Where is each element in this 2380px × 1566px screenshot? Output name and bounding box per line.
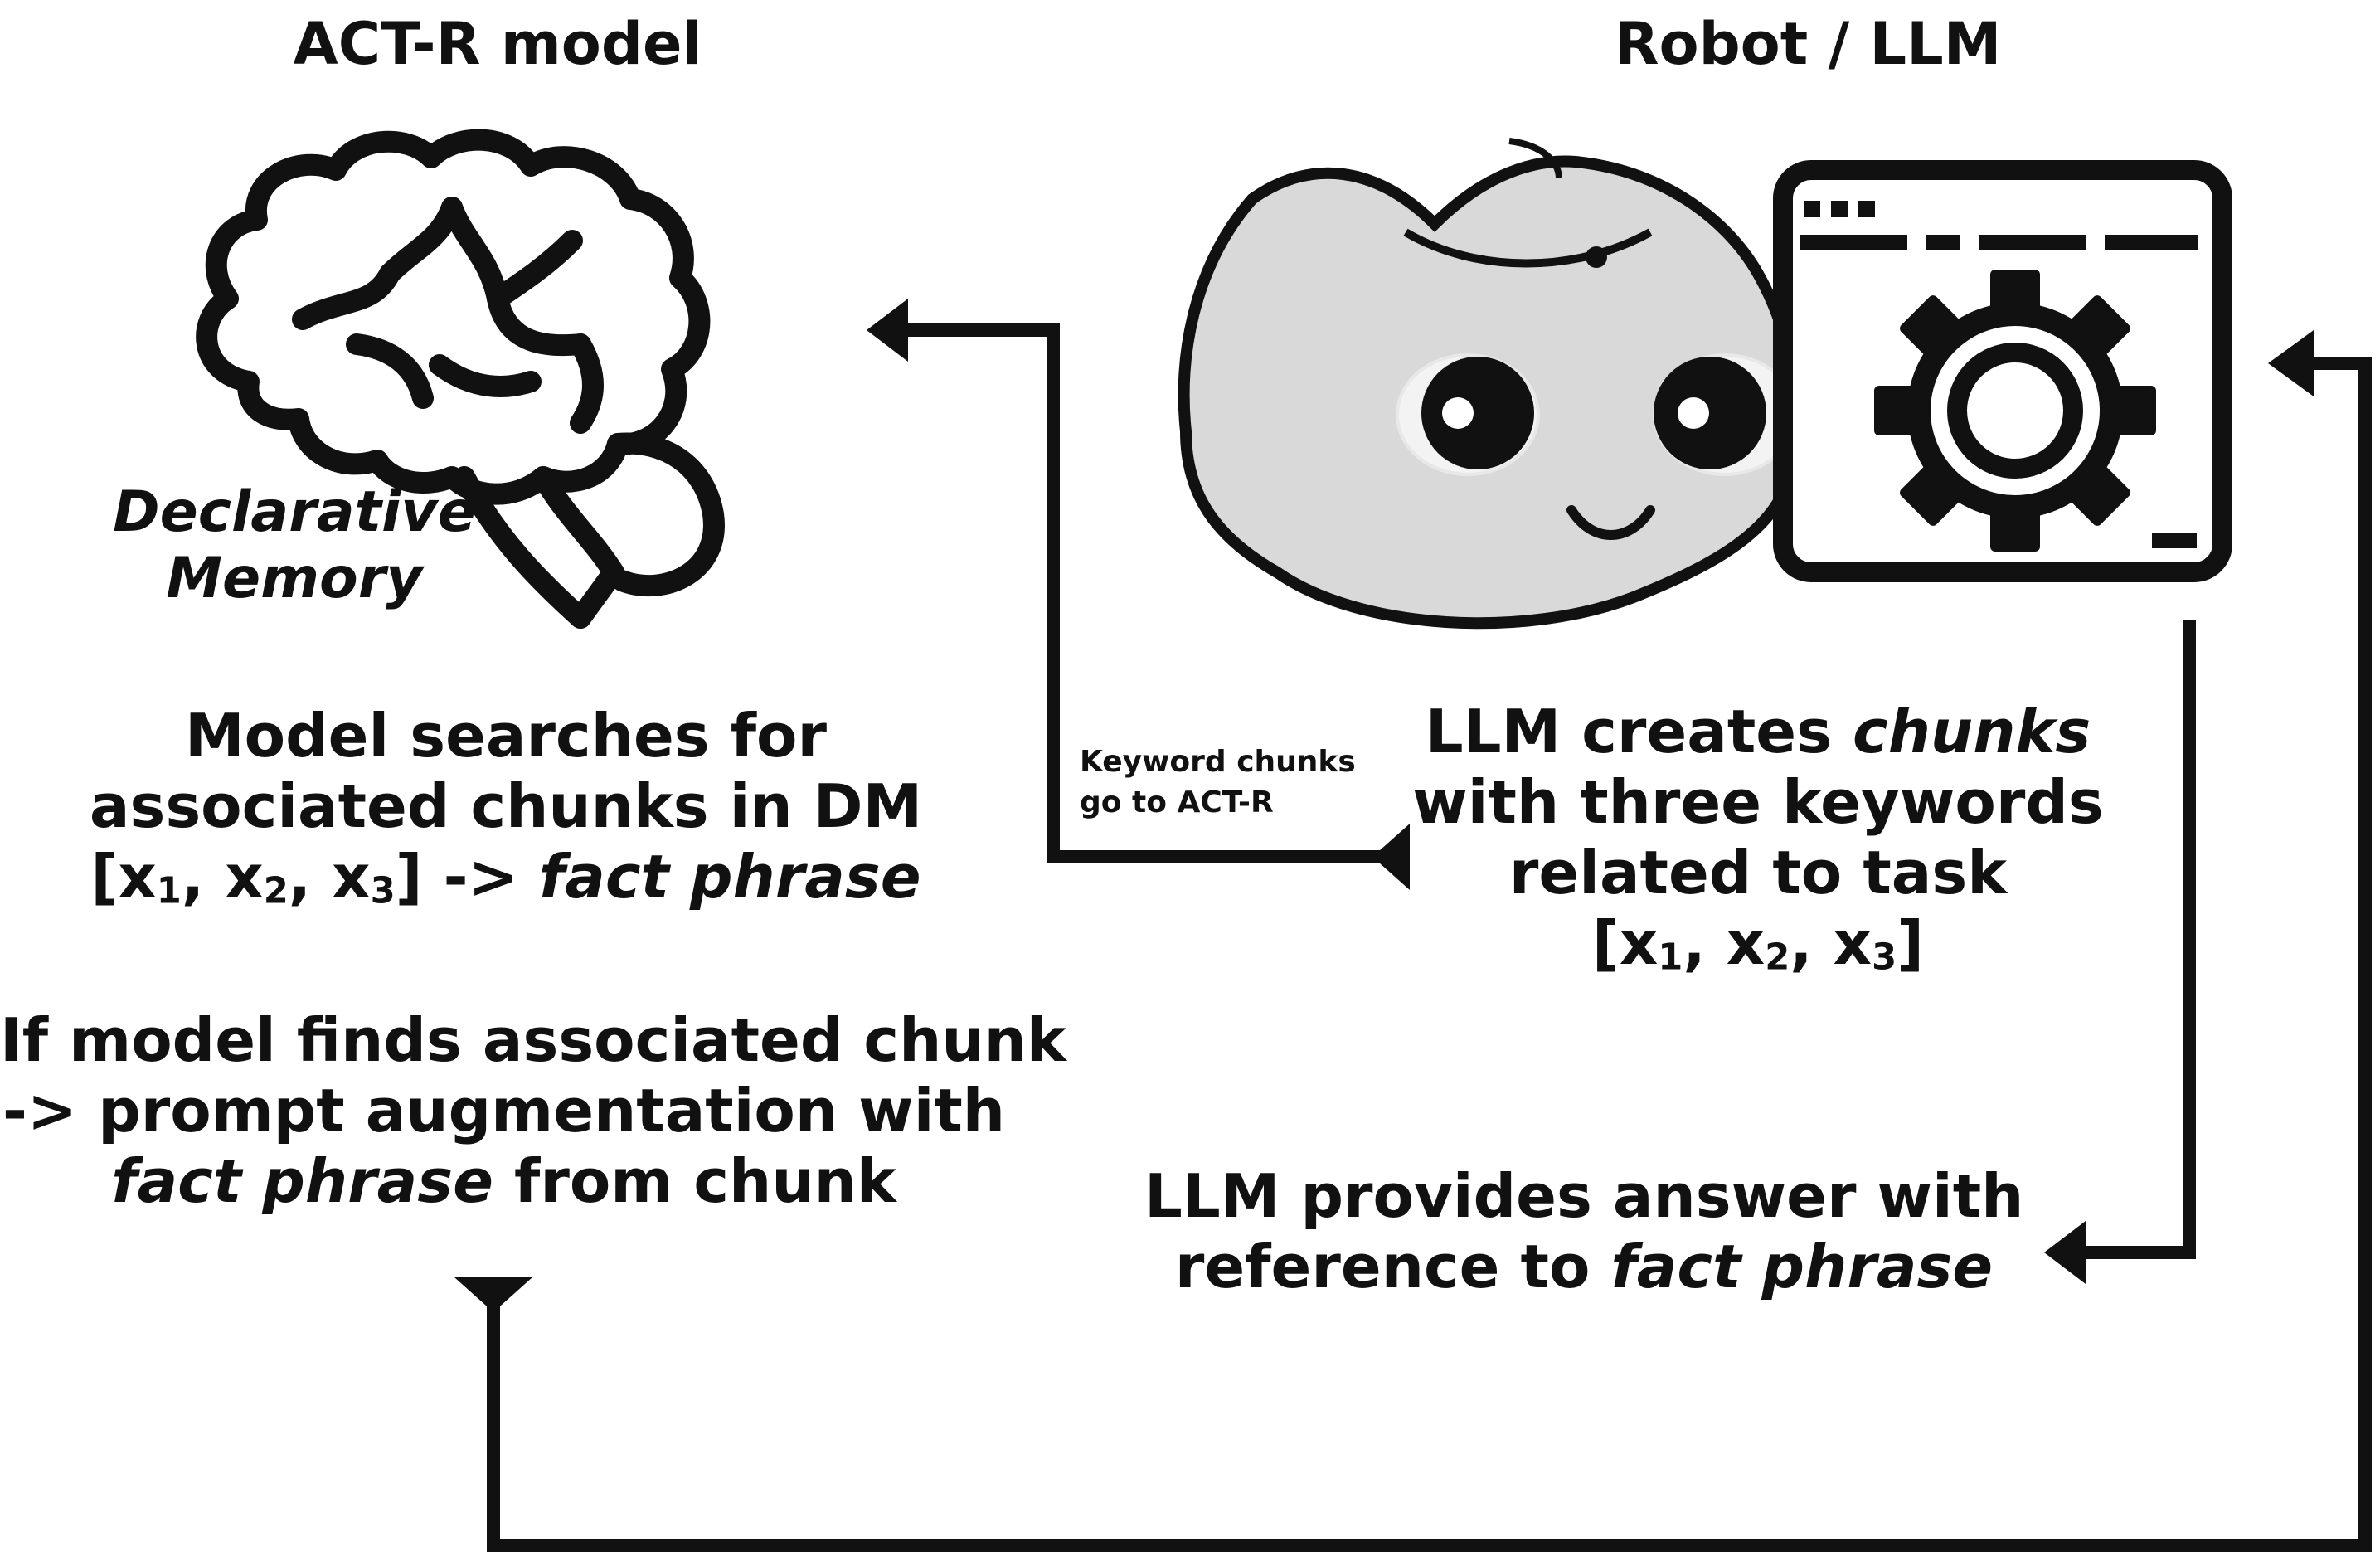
arrow-llm-to-answer (2044, 620, 2196, 1284)
search-line-1: Model searches for (185, 701, 827, 771)
gear-icon (1874, 270, 2156, 552)
actr-model-title: ACT-R model (293, 10, 702, 78)
create-line-4: [x1, x2, x3] (1591, 907, 1925, 979)
arrow-keyword-chunks-to-actr (867, 299, 1410, 890)
answer-line-2: reference to fact phrase (1174, 1231, 1994, 1301)
robot-head-icon (1178, 138, 1803, 630)
create-line-3: related to task (1508, 837, 2008, 907)
create-line-1: LLM creates chunks (1425, 697, 2091, 766)
brain-icon (196, 129, 725, 629)
create-line-2: with three keywords (1412, 766, 2104, 837)
llm-creates-chunks-description: LLM creates chunks with three keywords r… (1401, 697, 2115, 979)
connector-line-2: go to ACT-R (1080, 785, 1274, 819)
augment-line-1: If model finds associated chunk (0, 1005, 1066, 1075)
llm-answer-description: LLM provides answer with reference to fa… (1144, 1161, 2023, 1302)
settings-window-icon (1773, 160, 2232, 582)
augment-line-2: -> prompt augmentation with (2, 1075, 1006, 1145)
answer-line-1: LLM provides answer with (1144, 1161, 2024, 1231)
model-search-description: Model searches for associated chunks in … (66, 701, 945, 912)
dm-label-line-2: Memory (166, 546, 423, 612)
search-line-3: [x1, x2, x3] -> fact phrase (90, 841, 921, 912)
dm-label-line-1: Declarative (113, 479, 476, 545)
connector-line-1: Keyword chunks (1080, 745, 1356, 779)
search-line-2: associated chunks in DM (89, 771, 923, 841)
augmentation-description: If model finds associated chunk -> promp… (0, 1005, 1066, 1217)
declarative-memory-label: Declarative Memory (79, 479, 510, 612)
augment-line-3: fact phrase from chunk (111, 1145, 896, 1216)
arrow-augmentation-loop (454, 330, 2372, 1552)
robot-llm-title: Robot / LLM (1614, 10, 2002, 78)
keyword-chunks-label: Keyword chunks go to ACT-R (1080, 742, 1356, 823)
